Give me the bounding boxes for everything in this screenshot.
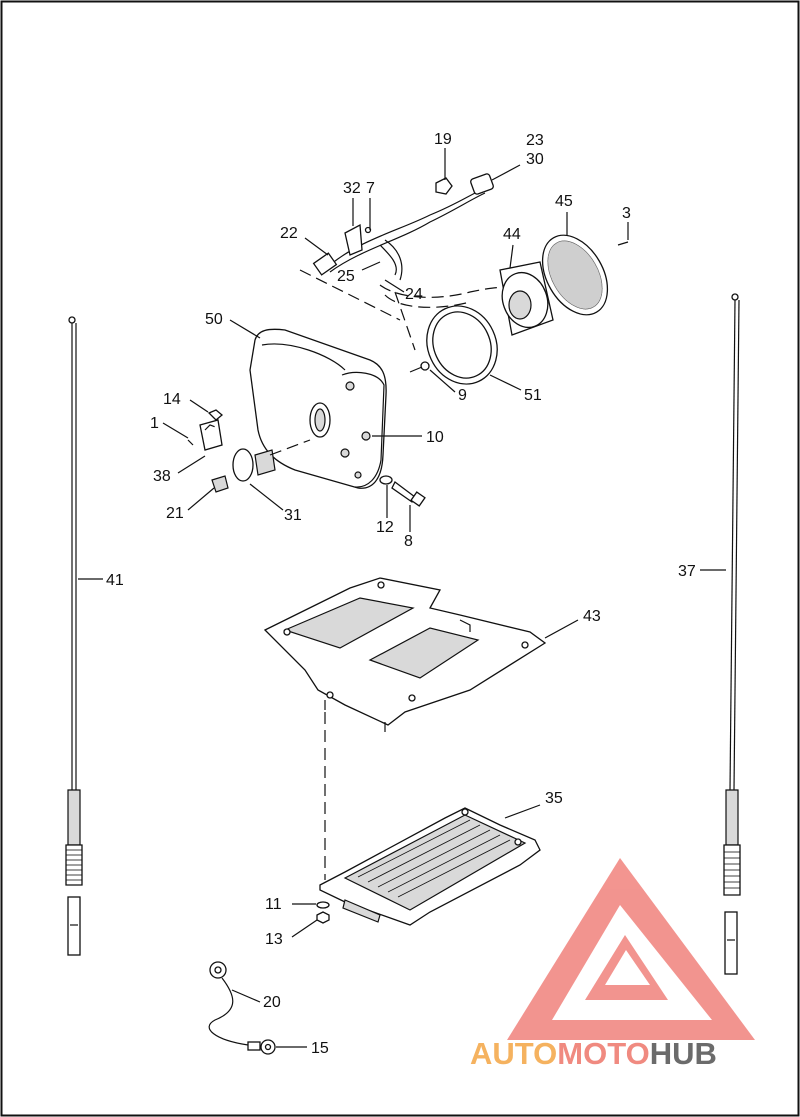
mounting-bracket [263, 577, 547, 732]
speaker [499, 261, 554, 336]
ground-strap [208, 961, 276, 1055]
callout-50: 50 [205, 311, 223, 328]
callout-labels: 19 23 30 32 7 45 3 22 44 25 24 50 9 51 1… [106, 131, 696, 1057]
assembly-line [394, 291, 416, 351]
callout-44: 44 [503, 226, 521, 243]
callout-10: 10 [426, 429, 444, 446]
callout-22: 22 [280, 225, 298, 242]
callout-21: 21 [166, 505, 184, 522]
callout-12: 12 [376, 519, 394, 536]
callout-30: 30 [526, 151, 544, 168]
antenna-left [65, 316, 83, 956]
callout-38: 38 [153, 468, 171, 485]
screw-9 [409, 361, 430, 373]
callout-24: 24 [405, 286, 423, 303]
callout-1: 1 [150, 415, 159, 432]
callout-8: 8 [404, 533, 413, 550]
callout-43: 43 [583, 608, 601, 625]
speaker-grille [541, 234, 629, 316]
antenna-right [723, 293, 741, 975]
switch-assembly [187, 409, 311, 493]
callout-25: 25 [337, 268, 355, 285]
callout-35: 35 [545, 790, 563, 807]
amplifier [319, 807, 541, 926]
wiring-harness [299, 173, 521, 321]
callout-20: 20 [263, 994, 281, 1011]
callout-13: 13 [265, 931, 283, 948]
leader-lines [78, 148, 726, 1048]
speaker-gasket [426, 305, 498, 385]
callout-37: 37 [678, 563, 696, 580]
callout-3: 3 [622, 205, 631, 222]
callout-11: 11 [265, 896, 282, 913]
callout-51: 51 [524, 387, 542, 404]
watermark-text: AUTOMOTOHUB [470, 1036, 717, 1071]
speaker-enclosure [249, 328, 387, 489]
callout-9: 9 [458, 387, 467, 404]
callout-32: 32 [343, 180, 361, 197]
callout-45: 45 [555, 193, 573, 210]
callout-14: 14 [163, 391, 181, 408]
callout-41: 41 [106, 572, 124, 589]
callout-19: 19 [434, 131, 452, 148]
watermark-logo-icon [507, 858, 755, 1040]
bolt-8 [379, 475, 426, 507]
callout-31: 31 [284, 507, 302, 524]
callout-7: 7 [366, 180, 375, 197]
callout-15: 15 [311, 1040, 329, 1057]
callout-23: 23 [526, 132, 544, 149]
